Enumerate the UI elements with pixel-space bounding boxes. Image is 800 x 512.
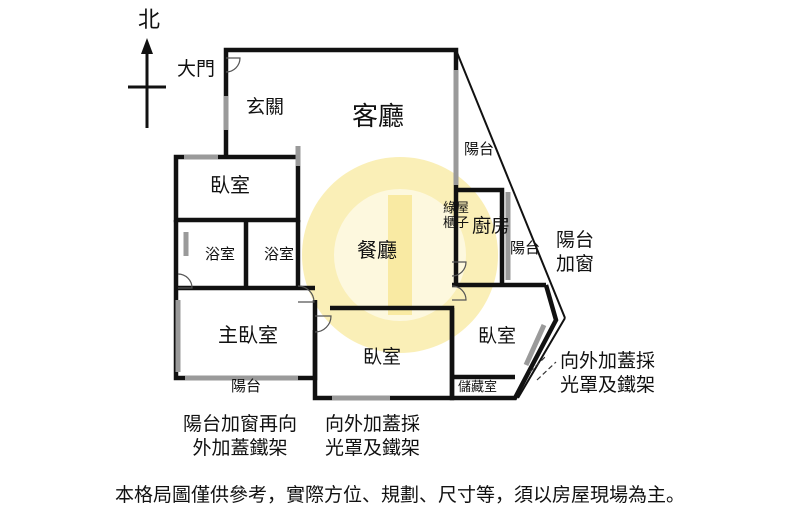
balcony-east-label: 陽台 <box>464 140 495 158</box>
balcony-window-frame-note-line-1: 陽台加窗再向 <box>183 413 298 435</box>
compass-icon <box>128 38 166 128</box>
disclaimer-text: 本格局圖僅供參考，實際方位、規劃、尺寸等，須以房屋現場為主。 <box>114 484 685 506</box>
balcony-window-note-line-2: 加窗 <box>556 252 595 275</box>
green-cabinet-label: 綠屋櫃子 <box>442 201 469 231</box>
watermark-logo <box>302 157 498 353</box>
skylight-s-note: 向外加蓋採 光罩及鐵架 <box>325 413 420 461</box>
skylight-s-note-line-2: 光罩及鐵架 <box>325 436 421 459</box>
skylight-se-note-line-1: 向外加蓋採 <box>560 350 656 372</box>
bedroom-se-label: 臥室 <box>478 325 517 347</box>
living-room-label: 客廳 <box>352 102 405 132</box>
storage-label: 儲藏室 <box>458 380 498 395</box>
kitchen-label: 廚房 <box>472 215 511 237</box>
compass-north-label: 北 <box>138 8 161 33</box>
bathroom-1-label: 浴室 <box>205 245 236 263</box>
skylight-s-note-line-1: 向外加蓋採 <box>325 413 421 435</box>
windows <box>175 70 547 401</box>
balcony-window-note-line-1: 陽台 <box>556 229 595 251</box>
door-swings <box>177 57 467 333</box>
bathroom-2-label: 浴室 <box>264 245 295 263</box>
balcony-window-frame-note-line-2: 外加蓋鐵架 <box>192 436 288 459</box>
balcony-kitchen-label: 陽台 <box>510 239 541 257</box>
master-bedroom-label: 主臥室 <box>218 323 278 347</box>
enclosed-balcony-outline <box>455 49 566 399</box>
balcony-south-label: 陽台 <box>231 377 262 395</box>
dining-room-label: 餐廳 <box>357 238 397 262</box>
balcony-window-frame-note: 陽台加窗再向 外加蓋鐵架 <box>183 413 297 461</box>
main-entrance-label: 大門 <box>177 58 216 80</box>
foyer-label: 玄關 <box>246 96 285 118</box>
bedroom-nw-label: 臥室 <box>210 173 250 197</box>
bedroom-south-label: 臥室 <box>363 346 402 368</box>
skylight-se-note-line-2: 光罩及鐵架 <box>560 373 656 396</box>
skylight-se-note: 向外加蓋採 光罩及鐵架 <box>560 350 655 398</box>
balcony-window-note: 陽台 加窗 <box>556 229 594 277</box>
projection-marker <box>529 354 557 381</box>
